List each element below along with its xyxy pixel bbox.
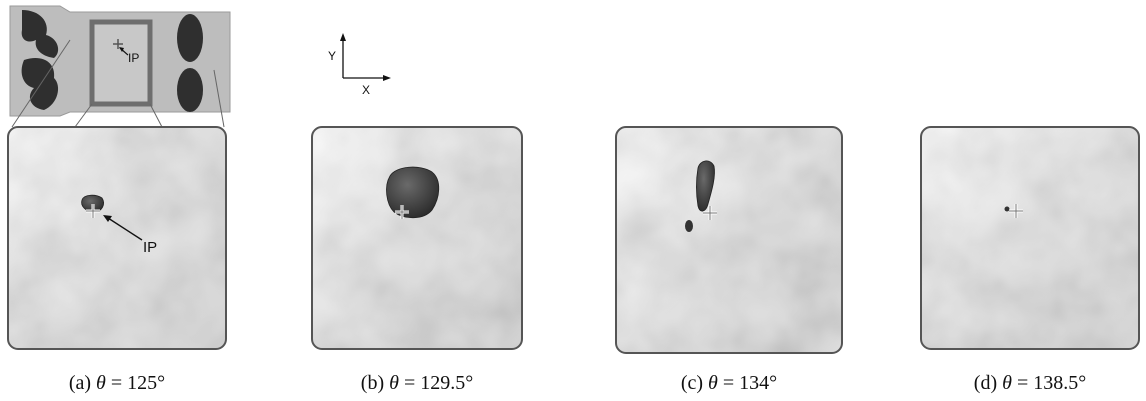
panel-frame (615, 126, 843, 354)
caption-d: (d) θ = 138.5° (930, 372, 1130, 395)
theta-symbol: θ (96, 372, 106, 394)
right-lobe-shape (177, 14, 203, 62)
projection-line (11, 39, 71, 128)
overview-inset: IP (9, 5, 231, 128)
ip-crosshair-icon (395, 205, 409, 219)
ip-crosshair-icon (1009, 204, 1023, 218)
left-lobe-shape (21, 10, 59, 58)
caption-prefix: (a) (68, 372, 92, 394)
projection-line (149, 103, 163, 128)
inset-ip-label: IP (128, 51, 139, 65)
caption-prefix: (d) (973, 372, 998, 394)
vortex-blob-small (685, 220, 693, 232)
y-axis-label: Y (328, 49, 336, 63)
panel-frame (7, 126, 227, 350)
theta-symbol: θ (389, 372, 399, 394)
projection-line (213, 69, 225, 128)
panel-b (311, 126, 523, 350)
ip-arrow (103, 215, 143, 241)
panel-a-ip-label: IP (143, 239, 157, 256)
axis-indicator: Y X (328, 33, 391, 97)
theta-symbol: θ (1002, 372, 1012, 394)
caption-c: (c) θ = 134° (629, 372, 829, 395)
inset-ip-marker: IP (113, 39, 139, 65)
theta-symbol: θ (708, 372, 718, 394)
caption-prefix: (c) (680, 372, 704, 394)
x-axis-label: X (362, 83, 370, 97)
panel-a: IP (7, 126, 227, 350)
panel-frame (920, 126, 1140, 350)
projection-line (74, 103, 93, 128)
vortex-blob-small (1004, 206, 1010, 212)
vortex-blob (386, 166, 440, 219)
caption-value: = 134° (717, 372, 778, 394)
panel-frame (311, 126, 523, 350)
ip-crosshair-icon (86, 204, 100, 218)
panel-d (920, 126, 1140, 350)
zoom-region-frame (89, 19, 153, 107)
right-lobe-shape (177, 68, 203, 112)
caption-prefix: (b) (360, 372, 385, 394)
caption-b: (b) θ = 129.5° (317, 372, 517, 395)
caption-value: = 129.5° (398, 372, 474, 394)
caption-a: (a) θ = 125° (17, 372, 217, 395)
caption-value: = 138.5° (1011, 372, 1087, 394)
vortex-blob (81, 194, 104, 213)
ip-crosshair-icon (703, 206, 717, 220)
vortex-blob (696, 160, 715, 212)
panel-c (615, 126, 843, 354)
caption-value: = 125° (105, 372, 166, 394)
